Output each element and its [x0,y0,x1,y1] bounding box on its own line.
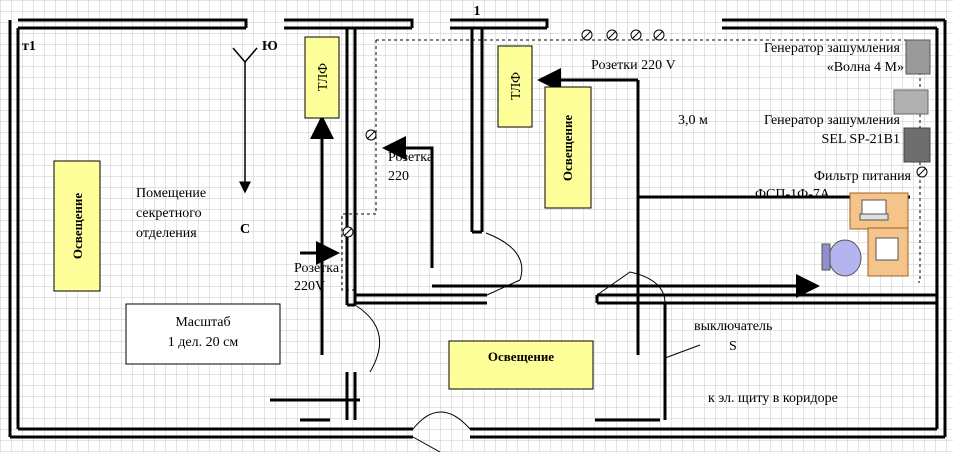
tlf-left-label: ТЛФ [316,63,331,91]
socket-icons [342,29,928,238]
switch-line [664,344,701,359]
lighting-bottom-box [448,340,594,390]
tlf-right-box [497,45,533,128]
desk-1-icon [849,192,909,230]
compass-south-label: Ю [262,39,278,54]
room-number-label: 1 [474,4,481,19]
scale-title: Масштаб [175,315,230,330]
filter-label-line2: ФСП-1Ф-7А [755,187,831,202]
dashed-wiring [341,39,921,291]
lighting-left-box [53,160,101,292]
doors [354,232,666,452]
generator-1-label-line1: Генератор зашумления [764,41,901,56]
scale-box [125,303,281,365]
generator-2-label-line2: SEL SP-21B1 [822,132,900,147]
filter-label-line1: Фильтр питания [814,169,912,184]
socket-low-label-line1: Розетка [294,261,340,276]
chair-icon [821,239,862,277]
socket-top-label: Розетки 220 V [591,58,676,73]
room-id-label: т1 [22,39,36,54]
room-name-line1: Помещение [136,186,206,201]
tlf-right-label: ТЛФ [509,72,524,100]
distance-label: 3,0 м [678,113,708,128]
noise-generator-2-icon [903,127,931,163]
desk-2-icon [867,227,909,277]
scale-value: 1 дел. 20 см [168,335,239,350]
generator-2-label-line1: Генератор зашумления [764,113,901,128]
lighting-center-box [544,86,592,209]
lighting-center-label: Освещение [560,115,575,181]
tlf-left-box [304,36,340,119]
socket-mid-label-line2: 220 [388,169,409,184]
lighting-left-label: Освещение [70,193,85,259]
socket-mid-label-line1: Розетка [388,150,434,165]
compass-north-label: С [240,222,250,237]
outer-walls [8,18,947,439]
interior-walls [345,28,937,420]
noise-generator-device-icon [893,89,929,115]
compass-arrow [232,47,258,194]
switch-label-line2: S [729,339,737,354]
switch-label-line1: выключатель [694,319,772,334]
room-name-line2: секретного [136,206,202,221]
corridor-note: к эл. щиту в коридоре [708,391,838,406]
socket-low-label-line2: 220V [294,279,325,294]
lighting-bottom-label: Освещение [488,349,554,364]
power-lines [270,68,910,422]
generator-1-label-line2: «Волна 4 М» [827,60,904,75]
room-name-line3: отделения [136,226,197,241]
noise-generator-1-icon [905,39,931,75]
